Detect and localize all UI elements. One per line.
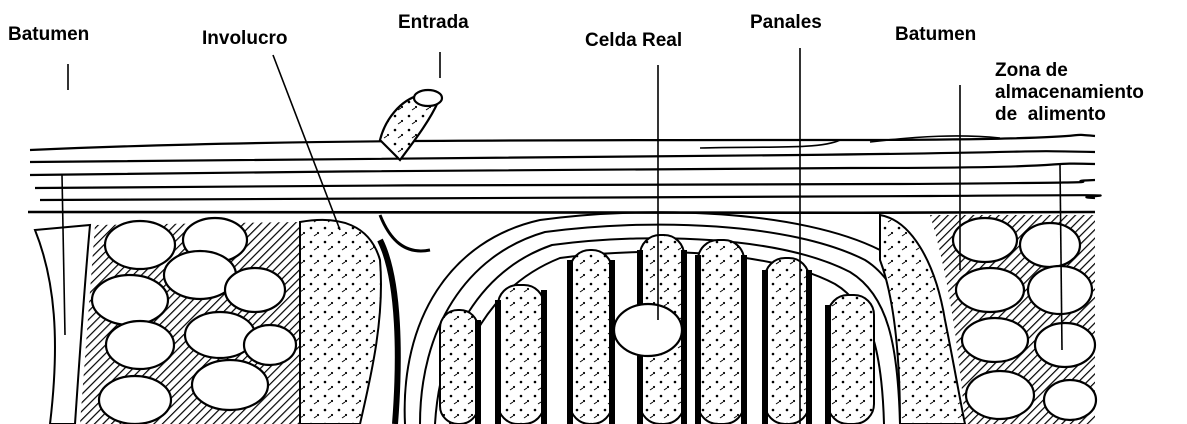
label-zona-line2: almacenamiento <box>995 82 1165 104</box>
royal-cell <box>614 304 682 356</box>
label-zona-line3: de alimento <box>995 104 1165 126</box>
label-celda-real: Celda Real <box>585 30 682 52</box>
label-batumen-left: Batumen <box>8 24 89 46</box>
label-zona-almacenamiento: Zona de almacenamiento de alimento <box>995 60 1165 126</box>
label-entrada: Entrada <box>398 12 469 34</box>
label-zona-line1: Zona de <box>995 60 1165 82</box>
label-panales: Panales <box>750 12 822 34</box>
wood-layer <box>28 135 1101 213</box>
involucro-left <box>300 220 398 424</box>
label-batumen-right: Batumen <box>895 24 976 46</box>
label-involucro: Involucro <box>202 28 288 50</box>
